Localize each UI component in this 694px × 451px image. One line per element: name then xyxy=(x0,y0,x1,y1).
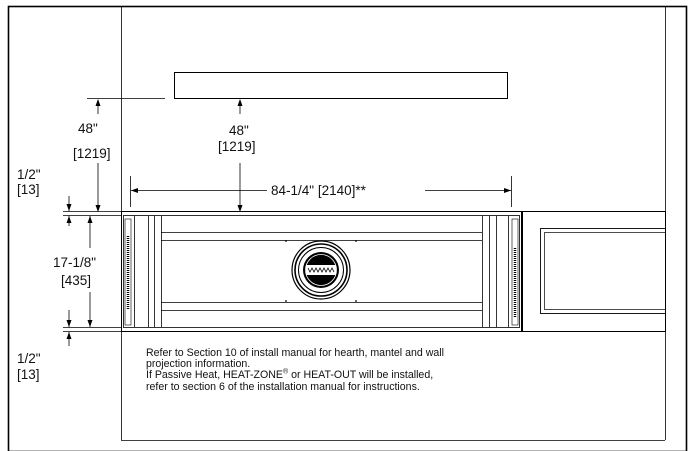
vent-collar xyxy=(291,240,351,300)
adjacent-cabinet xyxy=(522,211,666,332)
bottom-gap-mm: [13] xyxy=(17,367,40,382)
left-48-mm: [1219] xyxy=(73,146,111,161)
height-mm: [435] xyxy=(61,273,91,288)
center-48-dimension xyxy=(237,99,243,212)
center-48-mm: [1219] xyxy=(218,139,256,154)
installation-notes: Refer to Section 10 of install manual fo… xyxy=(146,347,626,393)
note-line-1: Refer to Section 10 of install manual fo… xyxy=(146,347,444,359)
mantel xyxy=(174,72,508,99)
width-label: 84-1/4" [2140]** xyxy=(271,183,367,198)
top-gap-mm: [13] xyxy=(17,182,40,197)
width-dimension xyxy=(130,176,512,207)
note-line-4: refer to section 6 of the installation m… xyxy=(146,380,420,393)
note-line-3: If Passive Heat, HEAT-ZONE® or HEAT-OUT … xyxy=(146,368,434,382)
left-48-inches: 48" xyxy=(78,121,98,136)
center-48-inches: 48" xyxy=(229,123,249,138)
bottom-gap-inches: 1/2" xyxy=(17,351,41,366)
vertical-dimension-lines xyxy=(63,196,122,346)
note-line-2: projection information. xyxy=(146,358,251,371)
outer-frame xyxy=(7,5,688,451)
fireplace-unit xyxy=(121,211,522,332)
height-inches: 17-1/8" xyxy=(53,255,96,270)
left-48-dimension xyxy=(95,99,101,212)
registered-mark: ® xyxy=(282,368,289,376)
top-gap-inches: 1/2" xyxy=(17,167,41,182)
